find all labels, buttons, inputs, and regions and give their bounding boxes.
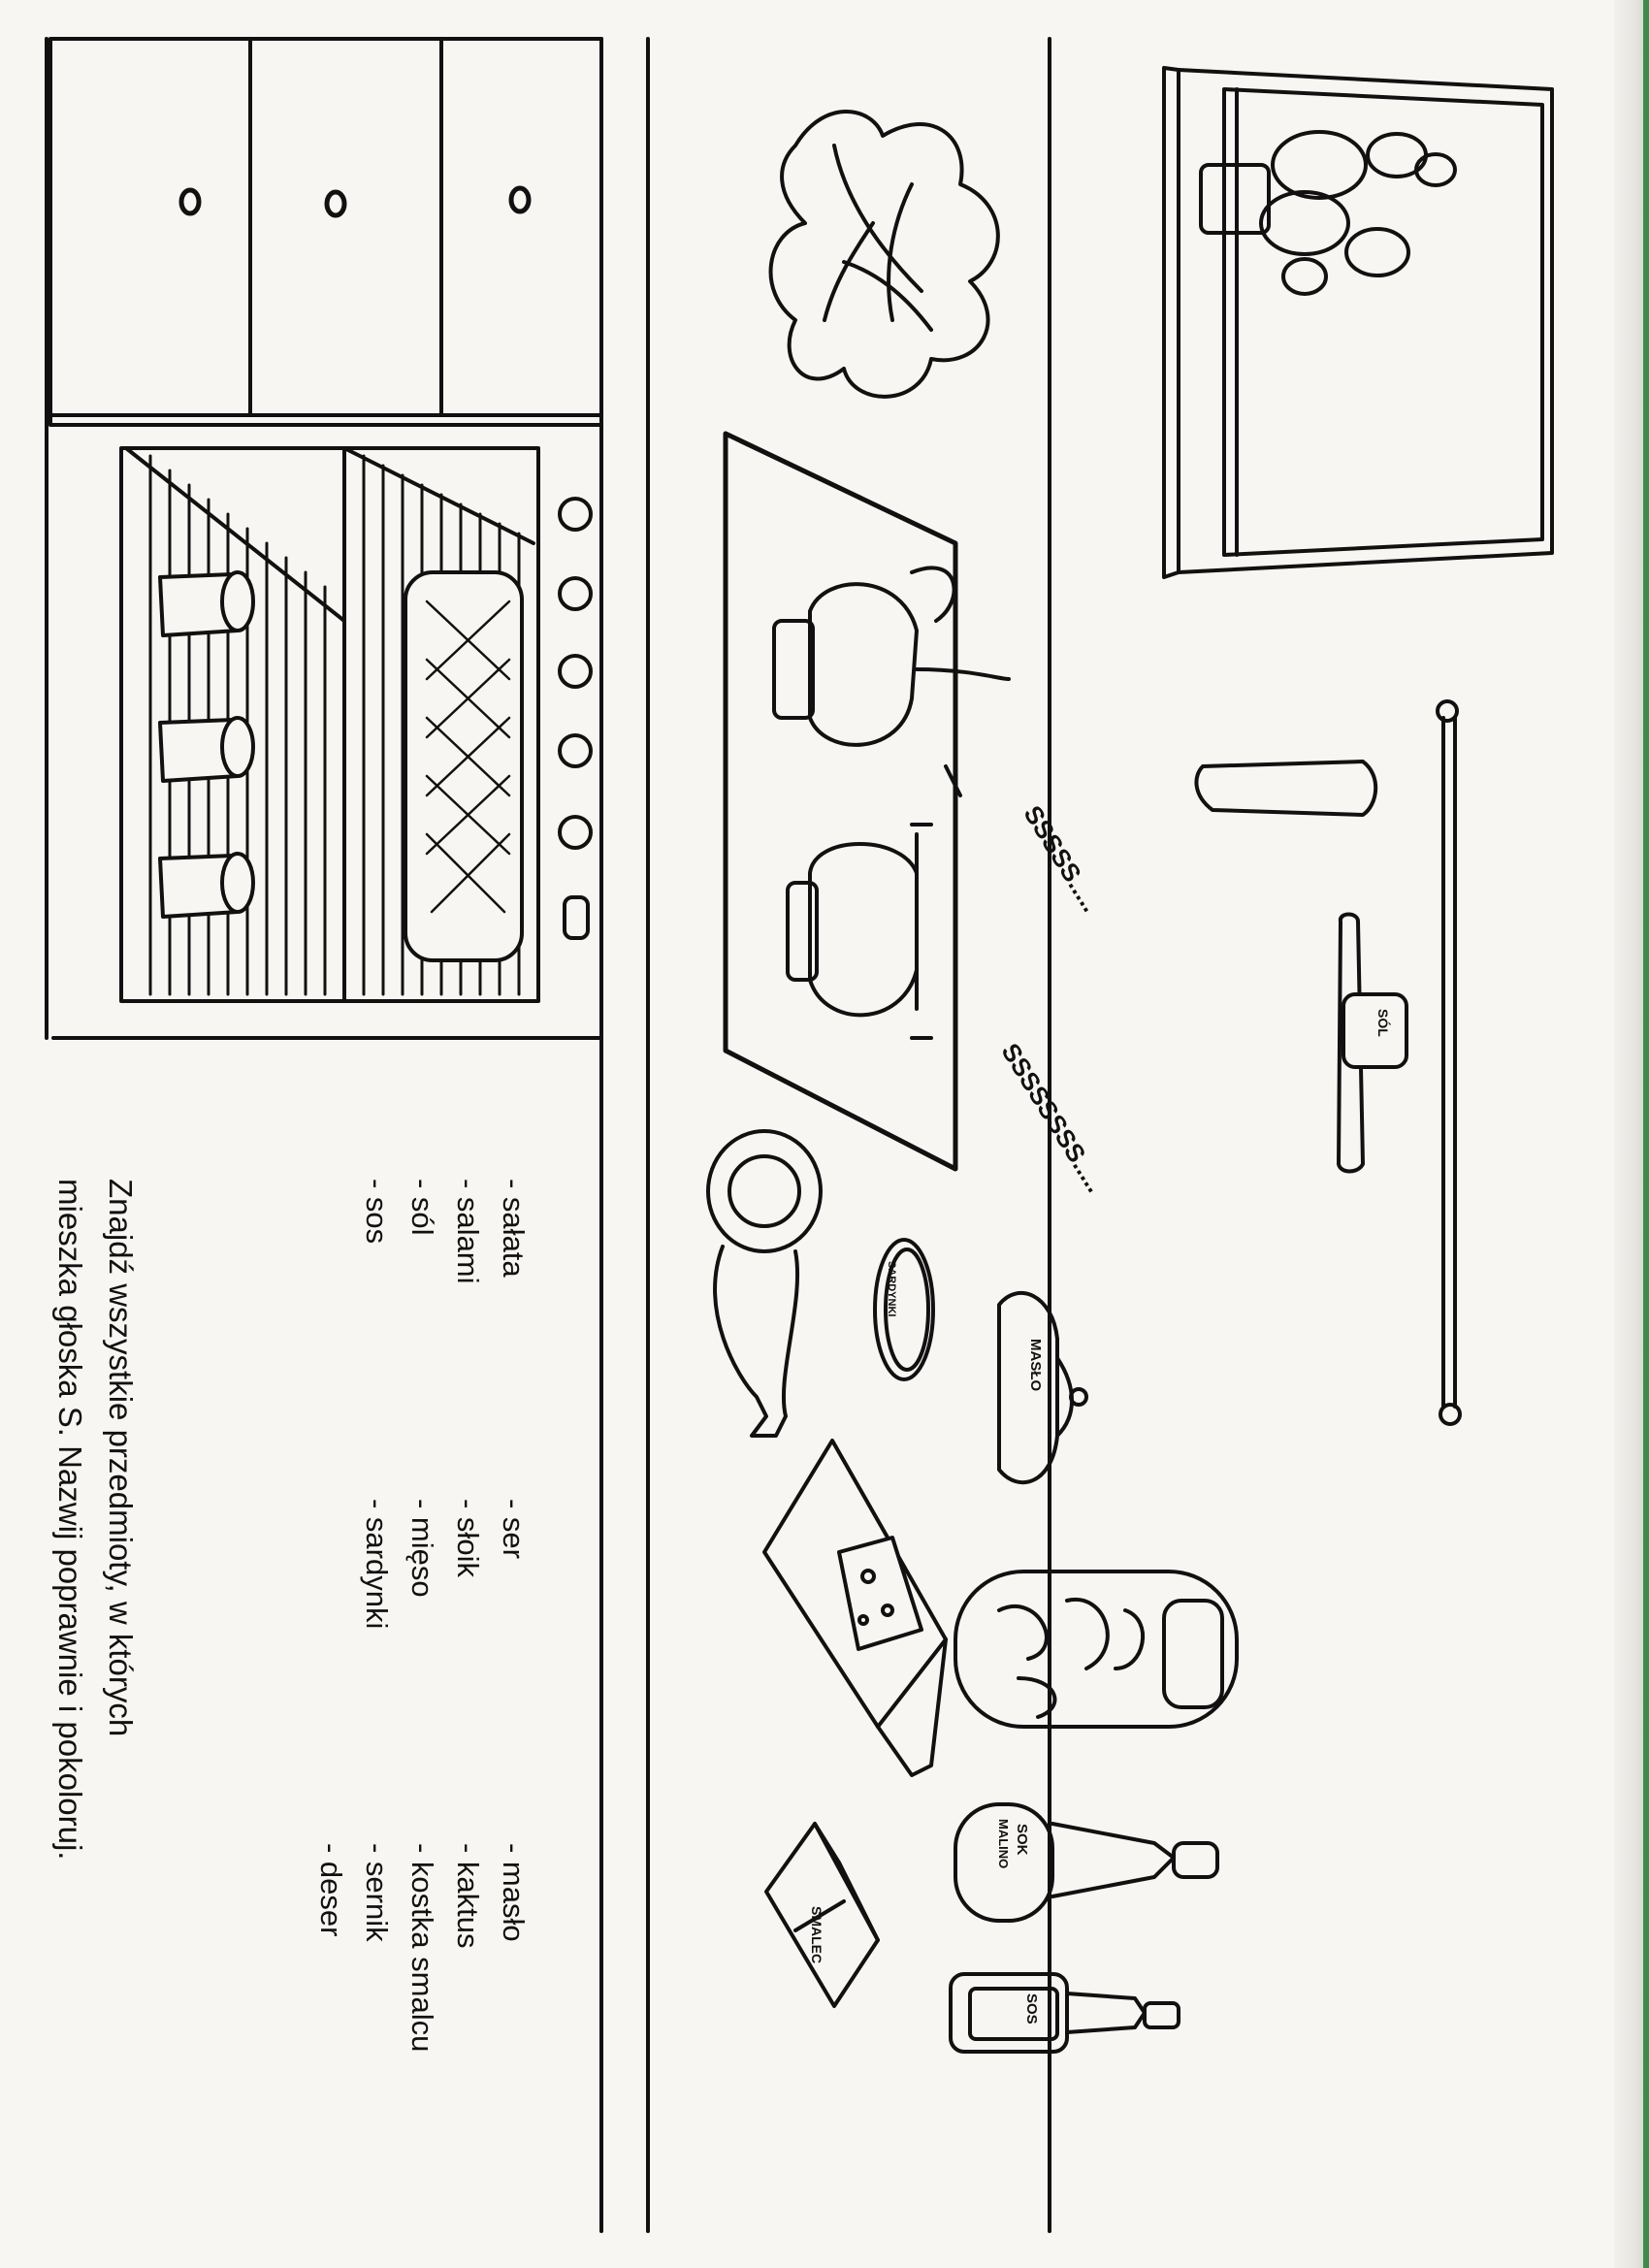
word-item: - kostka smalcu bbox=[405, 1843, 439, 2053]
juice-label-line1: SOK bbox=[1014, 1824, 1030, 1856]
sauce-bottle bbox=[949, 1972, 1180, 2054]
binding-strip bbox=[1643, 0, 1649, 2268]
juice-bottle bbox=[954, 1802, 1219, 1923]
towel-rail bbox=[1194, 699, 1462, 1426]
pickle-jar bbox=[954, 1570, 1239, 1729]
word-item: - sól bbox=[405, 1179, 439, 1236]
drawer-knob bbox=[324, 189, 347, 218]
word-item: - sos bbox=[360, 1179, 394, 1245]
word-item: - sernik bbox=[360, 1843, 394, 1942]
word-item: - słoik bbox=[451, 1499, 485, 1577]
lard-block bbox=[764, 1822, 880, 2008]
butter-label: MASŁO bbox=[1027, 1339, 1044, 1392]
word-item: - sałata bbox=[497, 1179, 531, 1278]
word-item: - deser bbox=[314, 1843, 348, 1937]
word-item: - kaktus bbox=[451, 1843, 485, 1949]
stove-top bbox=[723, 431, 1011, 1172]
butter-dish bbox=[997, 1291, 1088, 1485]
lard-label: SMALEC bbox=[809, 1906, 824, 1964]
sauce-label: SOS bbox=[1023, 1993, 1040, 2025]
drawer-cabinet bbox=[48, 37, 603, 427]
juice-label-line2: MALINO bbox=[996, 1819, 1011, 1869]
word-column-2: - ser - słoik - mięso - sardynki bbox=[346, 1499, 531, 1630]
cutting-board-cheese bbox=[762, 1439, 948, 1777]
lettuce bbox=[768, 110, 1000, 399]
word-item: - ser bbox=[497, 1499, 531, 1559]
instruction-text: Znajdź wszystkie przedmioty, w których m… bbox=[45, 1179, 146, 1860]
word-item: - salami bbox=[451, 1179, 485, 1284]
oven bbox=[119, 446, 593, 1003]
instruction-line-1: Znajdź wszystkie przedmioty, w których bbox=[103, 1179, 139, 1737]
word-item: - sardynki bbox=[360, 1499, 394, 1630]
ham bbox=[706, 1129, 823, 1438]
drawer-knob bbox=[178, 187, 202, 216]
sardines-label: SARDYNKI bbox=[886, 1261, 897, 1317]
counter-lines bbox=[45, 37, 1051, 2233]
drawer-knob bbox=[508, 185, 532, 214]
salt-label: SÓL bbox=[1375, 1009, 1391, 1037]
word-column-3: - masło - kaktus - kostka smalcu - serni… bbox=[301, 1843, 531, 2053]
word-item: - masło bbox=[497, 1843, 531, 1942]
sardine-tin bbox=[873, 1238, 935, 1381]
word-item: - mięso bbox=[405, 1499, 439, 1598]
instruction-line-2: mieszka głoska S. Nazwij poprawnie i pok… bbox=[52, 1179, 88, 1861]
window-with-cactus bbox=[1162, 66, 1554, 579]
word-column-1: - sałata - salami - sól - sos bbox=[346, 1179, 531, 1284]
